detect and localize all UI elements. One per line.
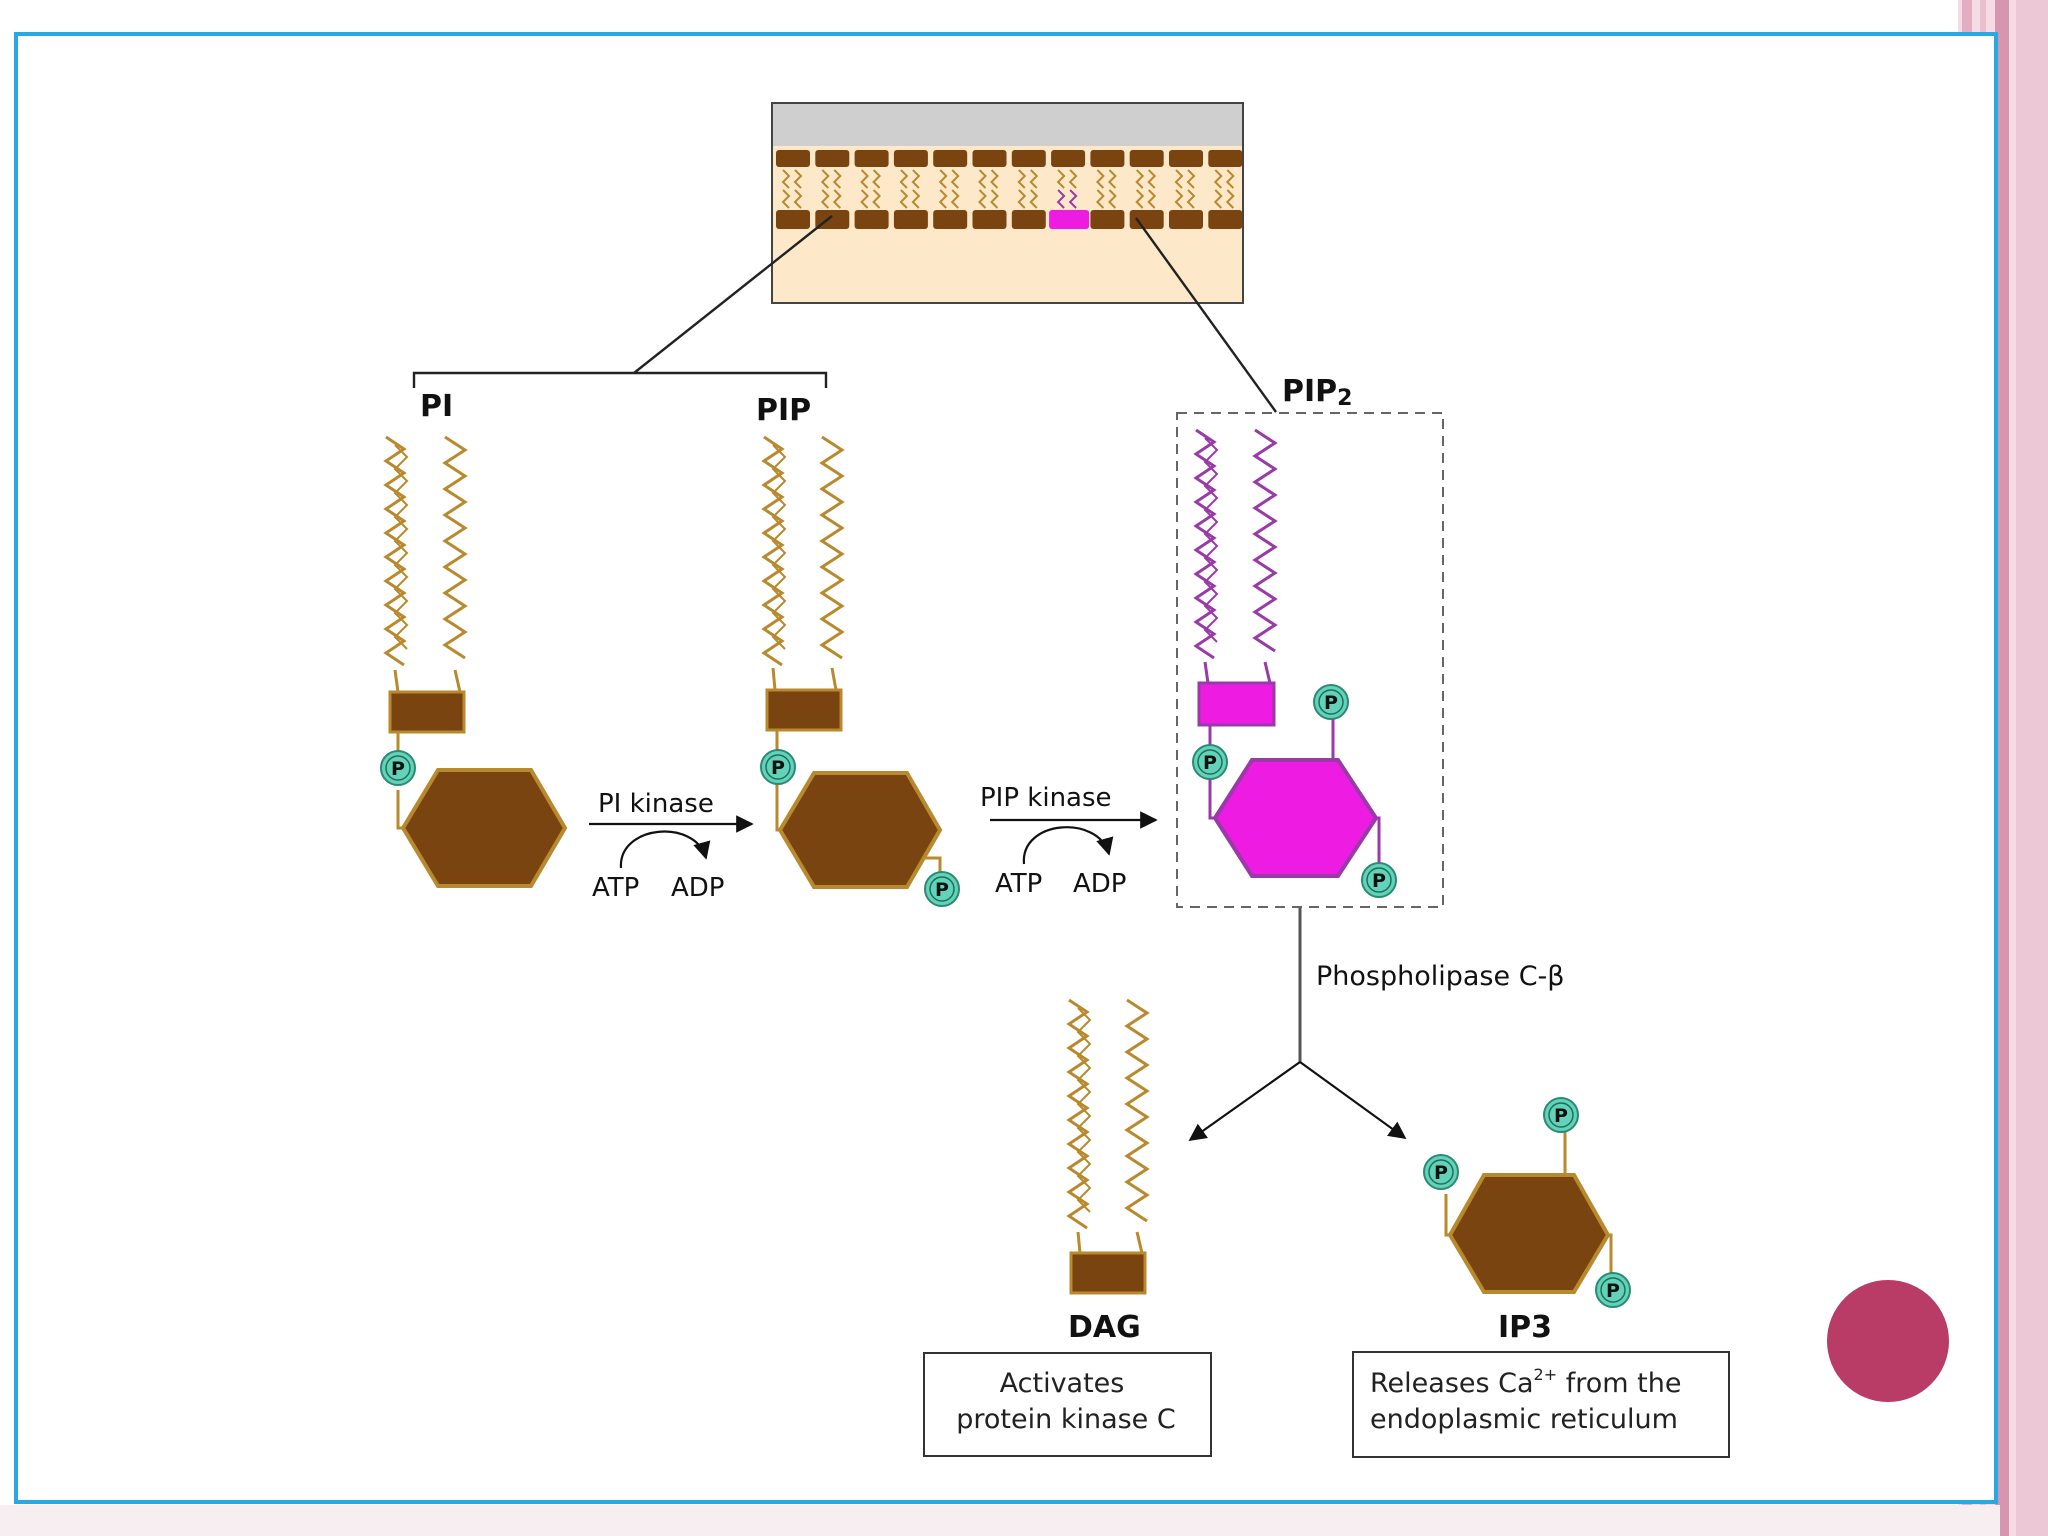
lipid-head [1051,150,1086,167]
lipid-head [776,210,810,229]
membrane-inner-leaflet [776,210,1243,229]
bottom-edge-band [0,1505,2000,1536]
pi-label: PI [420,389,453,424]
pi-kinase-label: PI kinase [598,789,714,819]
pip-fatty-acid-tails [761,435,845,691]
lipid-head [854,150,889,167]
phosphate-group: P [760,749,796,785]
pip2-label: PIP2 [1282,374,1352,411]
lipid-head [854,210,889,229]
membrane-outer-leaflet [776,150,1243,167]
dag-glycerol [1069,1251,1147,1295]
pip-molecule [761,435,943,889]
pi-kinase-reaction: PI kinase ATP ADP [589,789,754,903]
phosphate-group: P [1543,1097,1579,1133]
pi-glycerol [388,690,466,734]
fatty-acid-tail-inner [1203,437,1219,643]
phosphate-label: P [1203,752,1217,774]
lipid-head [1208,150,1243,167]
dag-effect-line2: protein kinase C [956,1404,1175,1435]
fatty-acid-tail-inner [393,444,409,650]
lipid-head [933,210,968,229]
pi-kinase-adp: ADP [671,873,725,903]
pi-fatty-acid-tails [383,435,468,693]
lipid-head [1208,210,1243,229]
lipid-head [1169,210,1203,229]
lipid-head [1129,210,1164,229]
accent-circle [1827,1280,1949,1402]
pip2-glycerol [1197,681,1276,727]
lipid-head [815,150,850,167]
phosphate-group: P [1192,744,1228,780]
pip-kinase-atp: ATP [995,869,1042,899]
lipid-head [893,150,928,167]
lipid-head [776,150,810,167]
ip3-effect-line1: Releases Ca2+ from the [1370,1365,1681,1399]
pi-inositol-ring [400,768,568,888]
pip-inositol-ring [777,771,943,889]
phosphate-label: P [391,758,405,780]
membrane-pip2-head [1049,210,1090,229]
ip3-molecule [1444,1130,1613,1294]
membrane-tails [781,169,1235,209]
phosphate-group: P [1423,1154,1459,1190]
lipid-head [815,210,850,229]
dag-effect-box [923,1352,1212,1457]
pip-label: PIP [756,393,811,428]
lipid-head [1090,150,1125,167]
ip3-label: IP3 [1498,1310,1552,1345]
lipid-head [1129,150,1164,167]
plc-reaction: Phospholipase C-β [1188,908,1565,1142]
lipid-head [1090,210,1125,229]
fatty-acid-tail [442,435,468,660]
ip3-effect-box [1352,1351,1730,1458]
phosphate-group: P [924,871,960,907]
phosphate-label: P [1606,1280,1620,1302]
pip2-dashed-box [1176,412,1444,908]
phosphate-label: P [935,879,949,901]
lipid-head [972,210,1007,229]
pip-kinase-adp: ADP [1073,869,1127,899]
fatty-acid-tail [819,435,845,660]
dag-fatty-acid-tails [1066,998,1150,1254]
lipid-head [1011,150,1046,167]
phosphate-label: P [1372,870,1386,892]
pip-kinase-label: PIP kinase [980,783,1112,813]
connector-lines [412,215,1277,413]
dag-label: DAG [1068,1310,1141,1345]
lipid-head [933,150,968,167]
phosphate-group: P [1595,1272,1631,1308]
pip2-fatty-acid-tails [1193,428,1278,684]
pi-molecule [383,435,568,888]
phosphate-label: P [1554,1105,1568,1127]
lipid-head [1169,150,1203,167]
dag-effect-line1: Activates [1000,1368,1125,1399]
pip-kinase-reaction: PIP kinase ATP ADP [980,783,1158,899]
cell-membrane [771,102,1244,304]
fatty-acid-tail-inner [1076,1007,1092,1213]
dag-molecule [1066,998,1150,1295]
phosphate-group: P [1361,862,1397,898]
ip3-inositol-ring [1447,1173,1611,1294]
fatty-acid-tail [1124,998,1150,1223]
phosphate-groups: P P P P P P P P P [380,684,1631,1308]
pip2-molecule [1193,428,1381,878]
phosphate-label: P [771,757,785,779]
fatty-acid-tail [1252,428,1278,653]
plc-label: Phospholipase C-β [1316,961,1565,992]
phosphate-label: P [1324,692,1338,714]
pip-glycerol [765,688,843,732]
phosphate-label: P [1434,1162,1448,1184]
lipid-head [1011,210,1046,229]
phosphate-group: P [380,750,416,786]
pi-kinase-atp: ATP [592,873,639,903]
lipid-head [972,150,1007,167]
fatty-acid-tail-inner [771,444,787,650]
lipid-head [893,210,928,229]
ip3-effect-line2: endoplasmic reticulum [1370,1404,1678,1435]
phosphate-group: P [1313,684,1349,720]
